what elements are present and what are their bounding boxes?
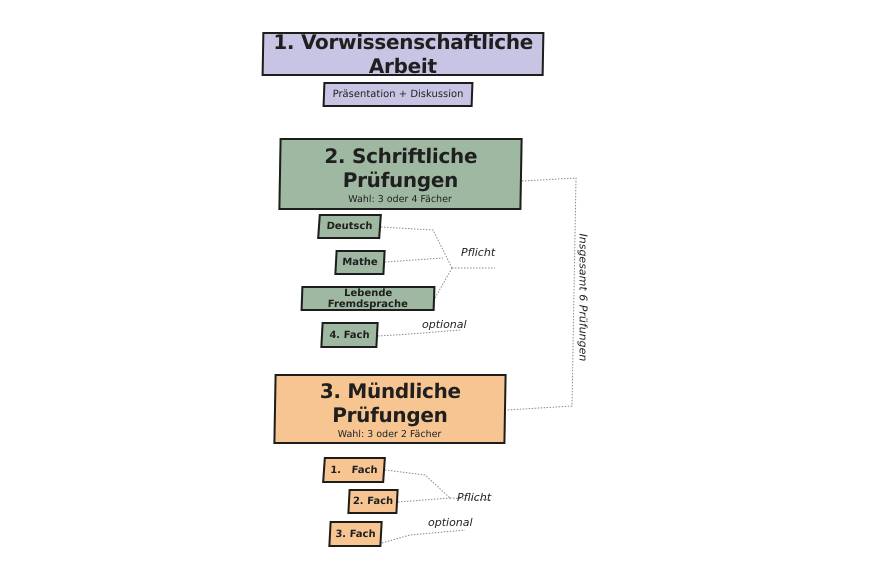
section3-item-2fach: 2. Fach (347, 489, 399, 514)
section3-pflicht-label: Pflicht (457, 491, 492, 504)
section3-optional-label: optional (428, 516, 473, 529)
connector-2fach (397, 497, 451, 503)
section2-pflicht-label: Pflicht (461, 246, 496, 259)
section3-title-box: 3. Mündliche Prüfungen Wahl: 3 oder 2 Fä… (273, 374, 507, 444)
section2-item-deutsch: Deutsch (317, 214, 382, 239)
section1-sub-box: Präsentation + Diskussion (322, 82, 474, 107)
section3-item-3fach: 3. Fach (328, 521, 383, 547)
section1-title-box: 1. Vorwissenschaftliche Arbeit (261, 30, 545, 78)
total-bracket (506, 177, 577, 411)
section2-title: 2. Schriftliche Prüfungen (324, 143, 478, 192)
total-label: Insgesamt 6 Prüfungen (576, 233, 590, 362)
section3-item-1fach: 1. Fach (322, 457, 386, 483)
section2-title-box: 2. Schriftliche Prüfungen Wahl: 3 oder 4… (278, 138, 523, 210)
section2-item-4fach: 4. Fach (320, 322, 379, 348)
section2-item-mathe: Mathe (334, 250, 386, 275)
section1-sub-label: Präsentation + Diskussion (332, 89, 464, 100)
connector-mathe (384, 257, 444, 263)
connector-3fach (381, 529, 466, 544)
connector-1fach (384, 469, 451, 499)
section2-item-fremdsprache: Lebende Fremdsprache (300, 286, 436, 311)
section2-optional-label: optional (422, 318, 467, 331)
section3-title: 3. Mündliche Prüfungen (319, 378, 462, 427)
section2-subtitle: Wahl: 3 oder 4 Fächer (348, 193, 452, 205)
connector-deutsch (380, 226, 453, 269)
connector-pflicht-3 (449, 497, 491, 501)
section3-subtitle: Wahl: 3 oder 2 Fächer (337, 428, 442, 440)
connector-fremdsprache (434, 267, 453, 299)
section1-title: 1. Vorwissenschaftliche Arbeit (273, 30, 534, 78)
